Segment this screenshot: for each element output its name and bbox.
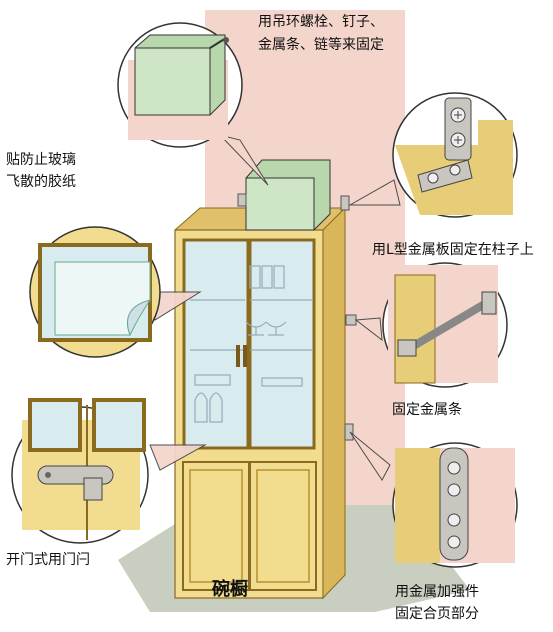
label-film-line1: 贴防止玻璃 [6, 152, 76, 168]
top-right-fastener [340, 195, 350, 211]
top-left-fastener [237, 193, 247, 207]
detail-metal-strip [382, 262, 508, 388]
label-top-fix-line2: 金属条、链等来固定 [258, 37, 384, 53]
detail-film [29, 226, 161, 358]
detail-l-bracket [392, 92, 518, 218]
pointer-latch [149, 444, 207, 471]
label-latch: 开门式用门闩 [6, 552, 90, 568]
detail-hinge [392, 442, 518, 568]
label-hinge-line2: 固定合页部分 [395, 606, 479, 622]
label-hinge-line1: 用金属加强件 [395, 584, 479, 600]
pointer-hinge [349, 431, 391, 481]
detail-latch [11, 398, 149, 544]
label-film-line2: 飞散的胶纸 [6, 174, 76, 190]
detail-top-box [117, 22, 243, 148]
side-strip-fastener [345, 314, 357, 326]
top-box [245, 159, 331, 231]
diagram-title: 碗橱 [212, 579, 248, 600]
label-top-fix-line1: 用吊环螺栓、钉子、 [258, 14, 384, 30]
hinge-fastener [344, 423, 354, 441]
pointer-strip [354, 317, 383, 342]
label-metal-strip: 固定金属条 [392, 402, 462, 418]
pointer-top [218, 134, 269, 186]
pointer-lbracket [348, 179, 401, 206]
cupboard [174, 206, 346, 600]
label-l-bracket: 用L型金属板固定在柱子上 [372, 242, 534, 258]
